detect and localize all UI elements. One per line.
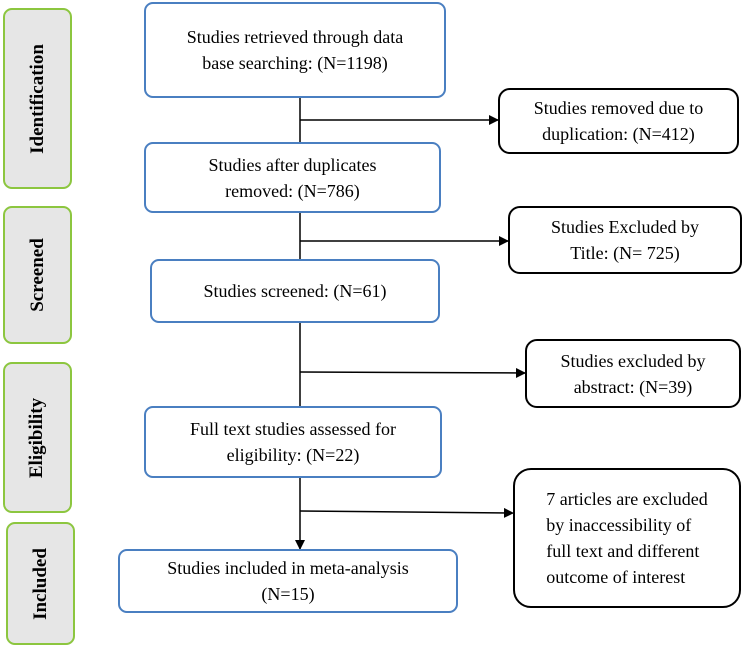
box-excluded-duplicates-text: Studies removed due to duplication: (N=4… xyxy=(533,98,704,144)
phase-included-label: Included xyxy=(29,547,51,620)
box-full-text-assessed: Full text studies assessed for eligibili… xyxy=(144,406,442,478)
phase-eligibility-label: Eligibility xyxy=(26,397,48,478)
phase-identification: Identification xyxy=(3,8,72,189)
box-excluded-abstract-text: Studies excluded by abstract: (N=39) xyxy=(560,350,706,397)
box-after-duplicates-text: Studies after duplicates removed: (N=786… xyxy=(208,154,377,201)
phase-eligibility: Eligibility xyxy=(3,362,72,513)
phase-included: Included xyxy=(6,522,75,645)
box-studies-included-text: Studies included in meta-analysis (N=15) xyxy=(167,558,409,604)
box-full-text-assessed-text: Full text studies assessed for eligibili… xyxy=(190,419,396,465)
box-records-retrieved-text: Studies retrieved through data base sear… xyxy=(186,27,404,73)
phase-screened-label: Screened xyxy=(26,238,48,312)
phase-identification-label: Identification xyxy=(26,43,48,154)
box-excluded-full-text: 7 articles are excluded by inaccessibili… xyxy=(513,468,741,608)
box-records-retrieved: Studies retrieved through data base sear… xyxy=(144,2,446,98)
box-excluded-abstract: Studies excluded by abstract: (N=39) xyxy=(525,339,741,408)
box-studies-screened-text: Studies screened: (N=61) xyxy=(203,281,387,301)
box-after-duplicates: Studies after duplicates removed: (N=786… xyxy=(144,142,441,213)
box-excluded-title-text: Studies Excluded by Title: (N= 725) xyxy=(551,217,699,263)
box-excluded-duplicates: Studies removed due to duplication: (N=4… xyxy=(498,88,739,154)
arrow-to-full-text-exclusion xyxy=(299,507,514,518)
box-studies-screened: Studies screened: (N=61) xyxy=(150,259,440,323)
box-excluded-title: Studies Excluded by Title: (N= 725) xyxy=(508,206,742,274)
arrow-to-abstract xyxy=(299,367,526,378)
box-studies-included: Studies included in meta-analysis (N=15) xyxy=(118,549,458,613)
box-excluded-full-text-text: 7 articles are excluded by inaccessibili… xyxy=(546,489,708,587)
phase-screened: Screened xyxy=(3,206,72,344)
